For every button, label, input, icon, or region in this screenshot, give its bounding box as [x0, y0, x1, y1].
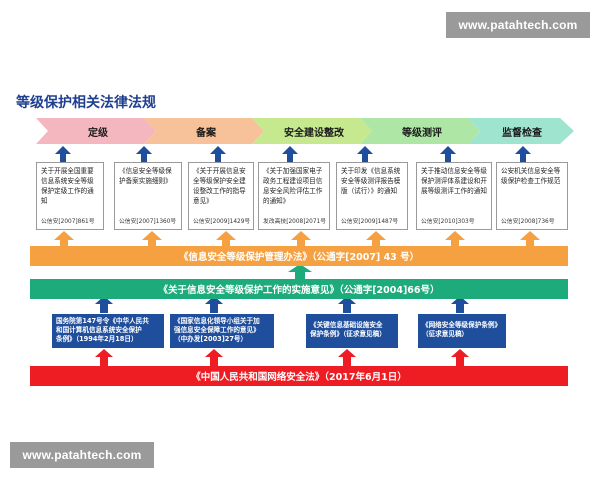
up-arrow-icon — [136, 146, 152, 162]
management-measures-bar: 《信息安全等级保护管理办法》（公通字[2007] 43 号） — [30, 246, 568, 266]
up-arrow-icon — [515, 146, 531, 162]
up-arrow-icon — [210, 146, 226, 162]
up-arrow-icon — [366, 231, 386, 246]
notice-text: 公安机关信息安全等级保护检查工作规范 — [501, 167, 561, 185]
stage-label-grading: 定级 — [88, 128, 108, 139]
up-arrow-icon — [288, 264, 312, 279]
foundation-box: 《关键信息基础设施安全 保护条例》（征求意见稿） — [306, 314, 398, 348]
notice-box: 公安机关信息安全等级保护检查工作规范 公信安[2008]736号 — [496, 162, 568, 230]
notice-text: 关于开展全国重要信息系统安全等级保护定级工作的通知 — [41, 167, 94, 205]
implementation-opinion-bar: 《关于信息安全等级保护工作的实施意见》（公通字[2004]66号） — [30, 279, 568, 299]
implementation-opinion-label: 《关于信息安全等级保护工作的实施意见》（公通字[2004]66号） — [158, 285, 440, 296]
foundation-line: 《国家信息化领导小组关于加 — [174, 317, 260, 325]
up-arrow-icon — [95, 296, 113, 313]
notice-box: 关于印发《信息系统安全等级测评报告模版（试行）》的通知 公信安[2009]148… — [336, 162, 408, 230]
up-arrow-icon — [357, 146, 373, 162]
notice-box: 关于开展全国重要信息系统安全等级保护定级工作的通知 公信安[2007]861号 — [36, 162, 104, 230]
stage-label-filing: 备案 — [196, 128, 216, 139]
up-arrow-icon — [451, 349, 469, 366]
notice-doc-number: 公信安[2007]1360号 — [119, 219, 177, 225]
up-arrow-icon — [205, 349, 223, 366]
notice-doc-number: 发改高技[2008]2071号 — [263, 219, 327, 225]
notice-text: 关于印发《信息系统安全等级测评报告模版（试行）》的通知 — [341, 167, 401, 195]
foundation-line: （征求意见稿） — [422, 330, 469, 338]
notice-box: 关于推动信息安全等级保护测评体系建设和开展等级测评工作的通知 公信安[2010]… — [416, 162, 492, 230]
foundation-line: （中办发[2003]27号） — [174, 335, 248, 343]
up-arrow-icon — [55, 146, 71, 162]
up-arrow-icon — [440, 146, 456, 162]
notice-doc-number: 公信安[2007]861号 — [41, 219, 95, 225]
up-arrow-icon — [205, 296, 223, 313]
cybersecurity-law-label: 《中国人民共和国网络安全法》（2017年6月1日） — [191, 372, 407, 383]
stage-label-rectification: 安全建设整改 — [284, 128, 344, 139]
notice-doc-number: 公信安[2009]1429号 — [193, 219, 251, 225]
page-title: 等级保护相关法律法规 — [16, 95, 156, 111]
watermark-bottom: www.patahtech.com — [10, 442, 154, 468]
up-arrow-icon — [291, 231, 311, 246]
watermark-top: www.patahtech.com — [446, 12, 590, 38]
up-arrow-icon — [520, 231, 540, 246]
foundation-line: 《网络安全等级保护条例》 — [422, 321, 502, 329]
up-arrow-icon — [142, 231, 162, 246]
notice-text: 《关于加强国家电子政务工程建设项目信息安全风险评估工作的通知》 — [263, 167, 323, 205]
up-arrow-icon — [445, 231, 465, 246]
up-arrow-icon — [338, 296, 356, 313]
foundation-line: 《关键信息基础设施安全 — [310, 321, 383, 329]
chevron-stage-2 — [144, 118, 264, 144]
notice-doc-number: 公信安[2008]736号 — [501, 219, 555, 225]
stage-label-assessment: 等级测评 — [402, 128, 442, 139]
up-arrow-icon — [451, 296, 469, 313]
notice-doc-number: 公信安[2010]303号 — [421, 219, 475, 225]
up-arrow-icon — [338, 349, 356, 366]
notice-text: 关于推动信息安全等级保护测评体系建设和开展等级测评工作的通知 — [421, 167, 487, 195]
stage-label-inspection: 监督检查 — [502, 128, 542, 139]
chevron-stage-1 — [36, 118, 156, 144]
up-arrow-icon — [282, 146, 298, 162]
foundation-line: 条例》（1994年2月18日） — [56, 335, 138, 343]
up-arrow-icon — [54, 231, 74, 246]
foundation-line: 强信息安全保障工作的意见》 — [174, 326, 260, 334]
notice-text: 《信息安全等级保护备案实施细则》 — [119, 167, 172, 185]
notice-box: 《信息安全等级保护备案实施细则》 公信安[2007]1360号 — [114, 162, 182, 230]
chevron-stage-4 — [360, 118, 480, 144]
management-measures-label: 《信息安全等级保护管理办法》（公通字[2007] 43 号） — [178, 252, 420, 263]
notice-box: 《关于开展信息安全等级保护安全建设整改工作的指导意见》 公信安[2009]142… — [188, 162, 254, 230]
foundation-line: 和国计算机信息系统安全保护 — [56, 326, 142, 334]
up-arrow-icon — [95, 349, 113, 366]
notice-box: 《关于加强国家电子政务工程建设项目信息安全风险评估工作的通知》 发改高技[200… — [258, 162, 330, 230]
foundation-box: 《网络安全等级保护条例》 （征求意见稿） — [418, 314, 506, 348]
up-arrow-icon — [216, 231, 236, 246]
cybersecurity-law-bar: 《中国人民共和国网络安全法》（2017年6月1日） — [30, 366, 568, 386]
foundation-line: 国务院第147号令《中华人民共 — [56, 317, 149, 325]
foundation-box: 国务院第147号令《中华人民共 和国计算机信息系统安全保护 条例》（1994年2… — [52, 314, 164, 348]
chevron-stage-5 — [468, 118, 574, 144]
foundation-box: 《国家信息化领导小组关于加 强信息安全保障工作的意见》 （中办发[2003]27… — [170, 314, 274, 348]
foundation-line: 保护条例》（征求意见稿） — [310, 330, 386, 338]
chevron-stage-3 — [252, 118, 372, 144]
notice-text: 《关于开展信息安全等级保护安全建设整改工作的指导意见》 — [193, 167, 246, 205]
notice-doc-number: 公信安[2009]1487号 — [341, 219, 399, 225]
